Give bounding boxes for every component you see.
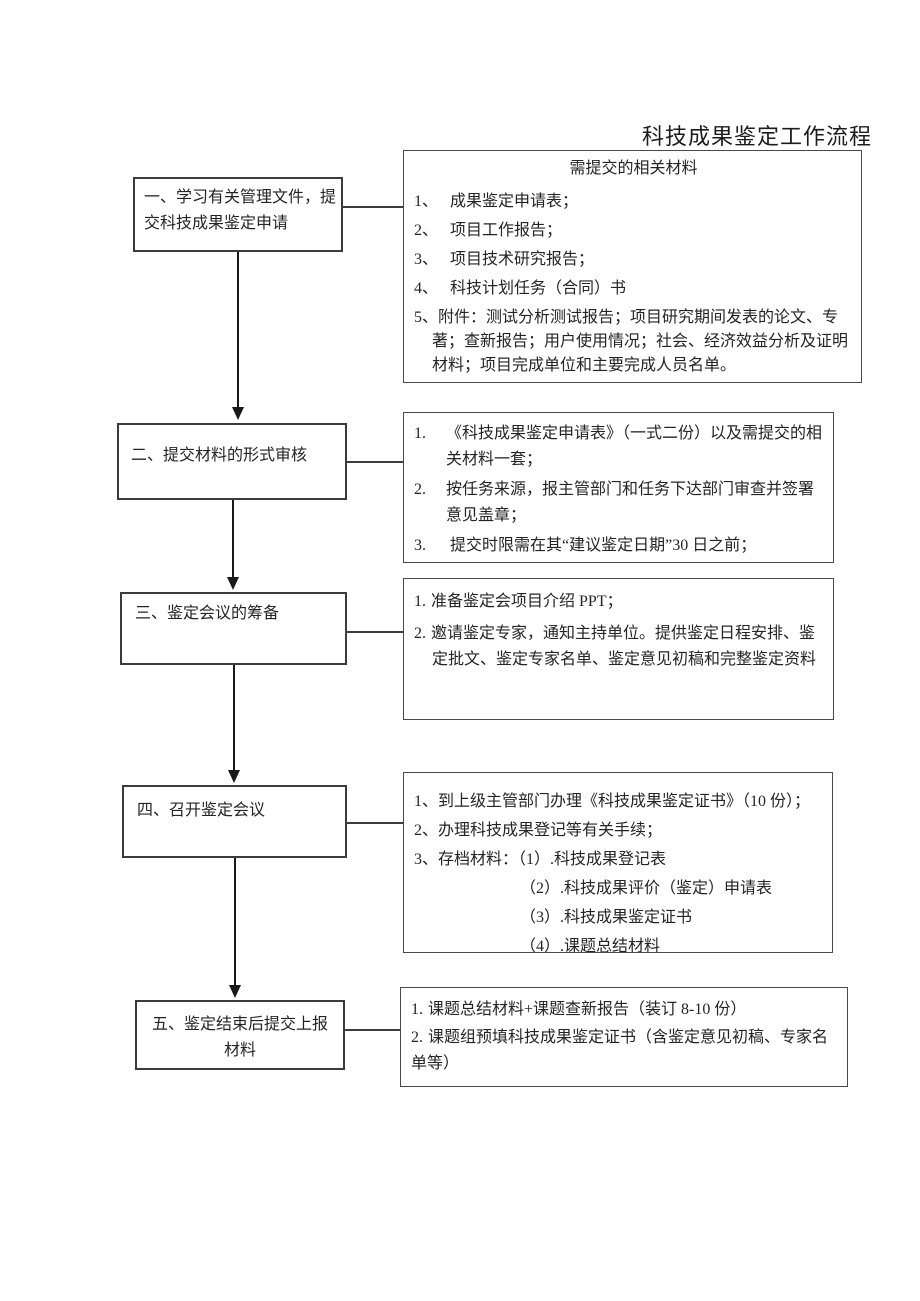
list-item: 1.准备鉴定会项目介绍 PPT；	[414, 593, 623, 610]
flow-arrow-3-head-icon	[228, 770, 240, 783]
list-item: 1.《科技成果鉴定申请表》（一式二份）以及需提交的相关材料一套；	[414, 425, 823, 468]
flow-step-1-label: 一、学习有关管理文件，提交科技成果鉴定申请	[144, 189, 337, 232]
connector-step3-detail3	[347, 631, 403, 633]
list-item: 3、存档材料：（1）.科技成果登记表	[414, 851, 667, 868]
flow-arrow-3-line	[233, 665, 235, 771]
list-item: 2、办理科技成果登记等有关手续；	[414, 822, 663, 839]
flow-step-3-box: 三、鉴定会议的筹备	[120, 592, 347, 665]
list-item: 3. 提交时限需在其“建议鉴定日期”30 日之前；	[414, 537, 757, 554]
list-item: 2、项目工作报告；	[414, 222, 563, 239]
flow-step-3-label: 三、鉴定会议的筹备	[135, 605, 280, 622]
list-subitem: （3）.科技成果鉴定证书	[520, 909, 693, 926]
detail-box-5: 1.课题总结材料+课题查新报告（装订 8-10 份） 2.课题组预填科技成果鉴定…	[400, 987, 848, 1087]
detail-box-3: 1.准备鉴定会项目介绍 PPT； 2.邀请鉴定专家，通知主持单位。提供鉴定日程安…	[403, 578, 834, 720]
flow-arrow-2-line	[232, 500, 234, 578]
list-item: 1、成果鉴定申请表；	[414, 193, 579, 210]
list-item: 3、项目技术研究报告；	[414, 251, 595, 268]
list-item: 5、附件：测试分析测试报告；项目研究期间发表的论文、专著；查新报告；用户使用情况…	[414, 309, 849, 374]
detail-1-header: 需提交的相关材料	[569, 160, 698, 177]
list-item: 1、到上级主管部门办理《科技成果鉴定证书》（10 份）；	[414, 793, 811, 810]
list-item: 4、科技计划任务（合同）书	[414, 280, 627, 297]
flow-step-2-box: 二、提交材料的形式审核	[117, 423, 347, 500]
list-subitem: （2）.科技成果评价（鉴定）申请表	[520, 880, 773, 897]
detail-box-4: 1、到上级主管部门办理《科技成果鉴定证书》（10 份）； 2、办理科技成果登记等…	[403, 772, 833, 953]
flow-arrow-1-line	[237, 252, 239, 408]
flow-arrow-2-head-icon	[227, 577, 239, 590]
flow-arrow-4-line	[234, 858, 236, 986]
connector-step2-detail2	[347, 461, 403, 463]
connector-step1-detail1	[343, 206, 403, 208]
page-title: 科技成果鉴定工作流程	[641, 124, 872, 149]
list-item: 1.课题总结材料+课题查新报告（装订 8-10 份）	[411, 1001, 747, 1018]
list-subitem: （4）.课题总结材料	[520, 938, 661, 953]
flow-step-4-box: 四、召开鉴定会议	[122, 785, 347, 858]
detail-box-1: 需提交的相关材料 1、成果鉴定申请表； 2、项目工作报告； 3、项目技术研究报告…	[403, 150, 862, 383]
list-item: 2.邀请鉴定专家，通知主持单位。提供鉴定日程安排、鉴定批文、鉴定专家名单、鉴定意…	[414, 625, 817, 668]
detail-box-2: 1.《科技成果鉴定申请表》（一式二份）以及需提交的相关材料一套； 2.按任务来源…	[403, 412, 834, 563]
flow-step-1-box: 一、学习有关管理文件，提交科技成果鉴定申请	[133, 177, 343, 252]
list-item: 2.按任务来源，报主管部门和任务下达部门审查并签署意见盖章；	[414, 481, 815, 524]
connector-step5-detail5	[345, 1029, 400, 1031]
flow-step-2-label: 二、提交材料的形式审核	[131, 447, 308, 464]
flow-arrow-4-head-icon	[229, 985, 241, 998]
list-item: 2.课题组预填科技成果鉴定证书（含鉴定意见初稿、专家名单等）	[411, 1029, 829, 1072]
flow-step-5-label: 五、鉴定结束后提交上报材料	[151, 1016, 328, 1059]
flow-arrow-1-head-icon	[232, 407, 244, 420]
flow-step-5-box: 五、鉴定结束后提交上报材料	[135, 1000, 345, 1070]
connector-step4-detail4	[347, 822, 403, 824]
flow-step-4-label: 四、召开鉴定会议	[137, 802, 266, 819]
